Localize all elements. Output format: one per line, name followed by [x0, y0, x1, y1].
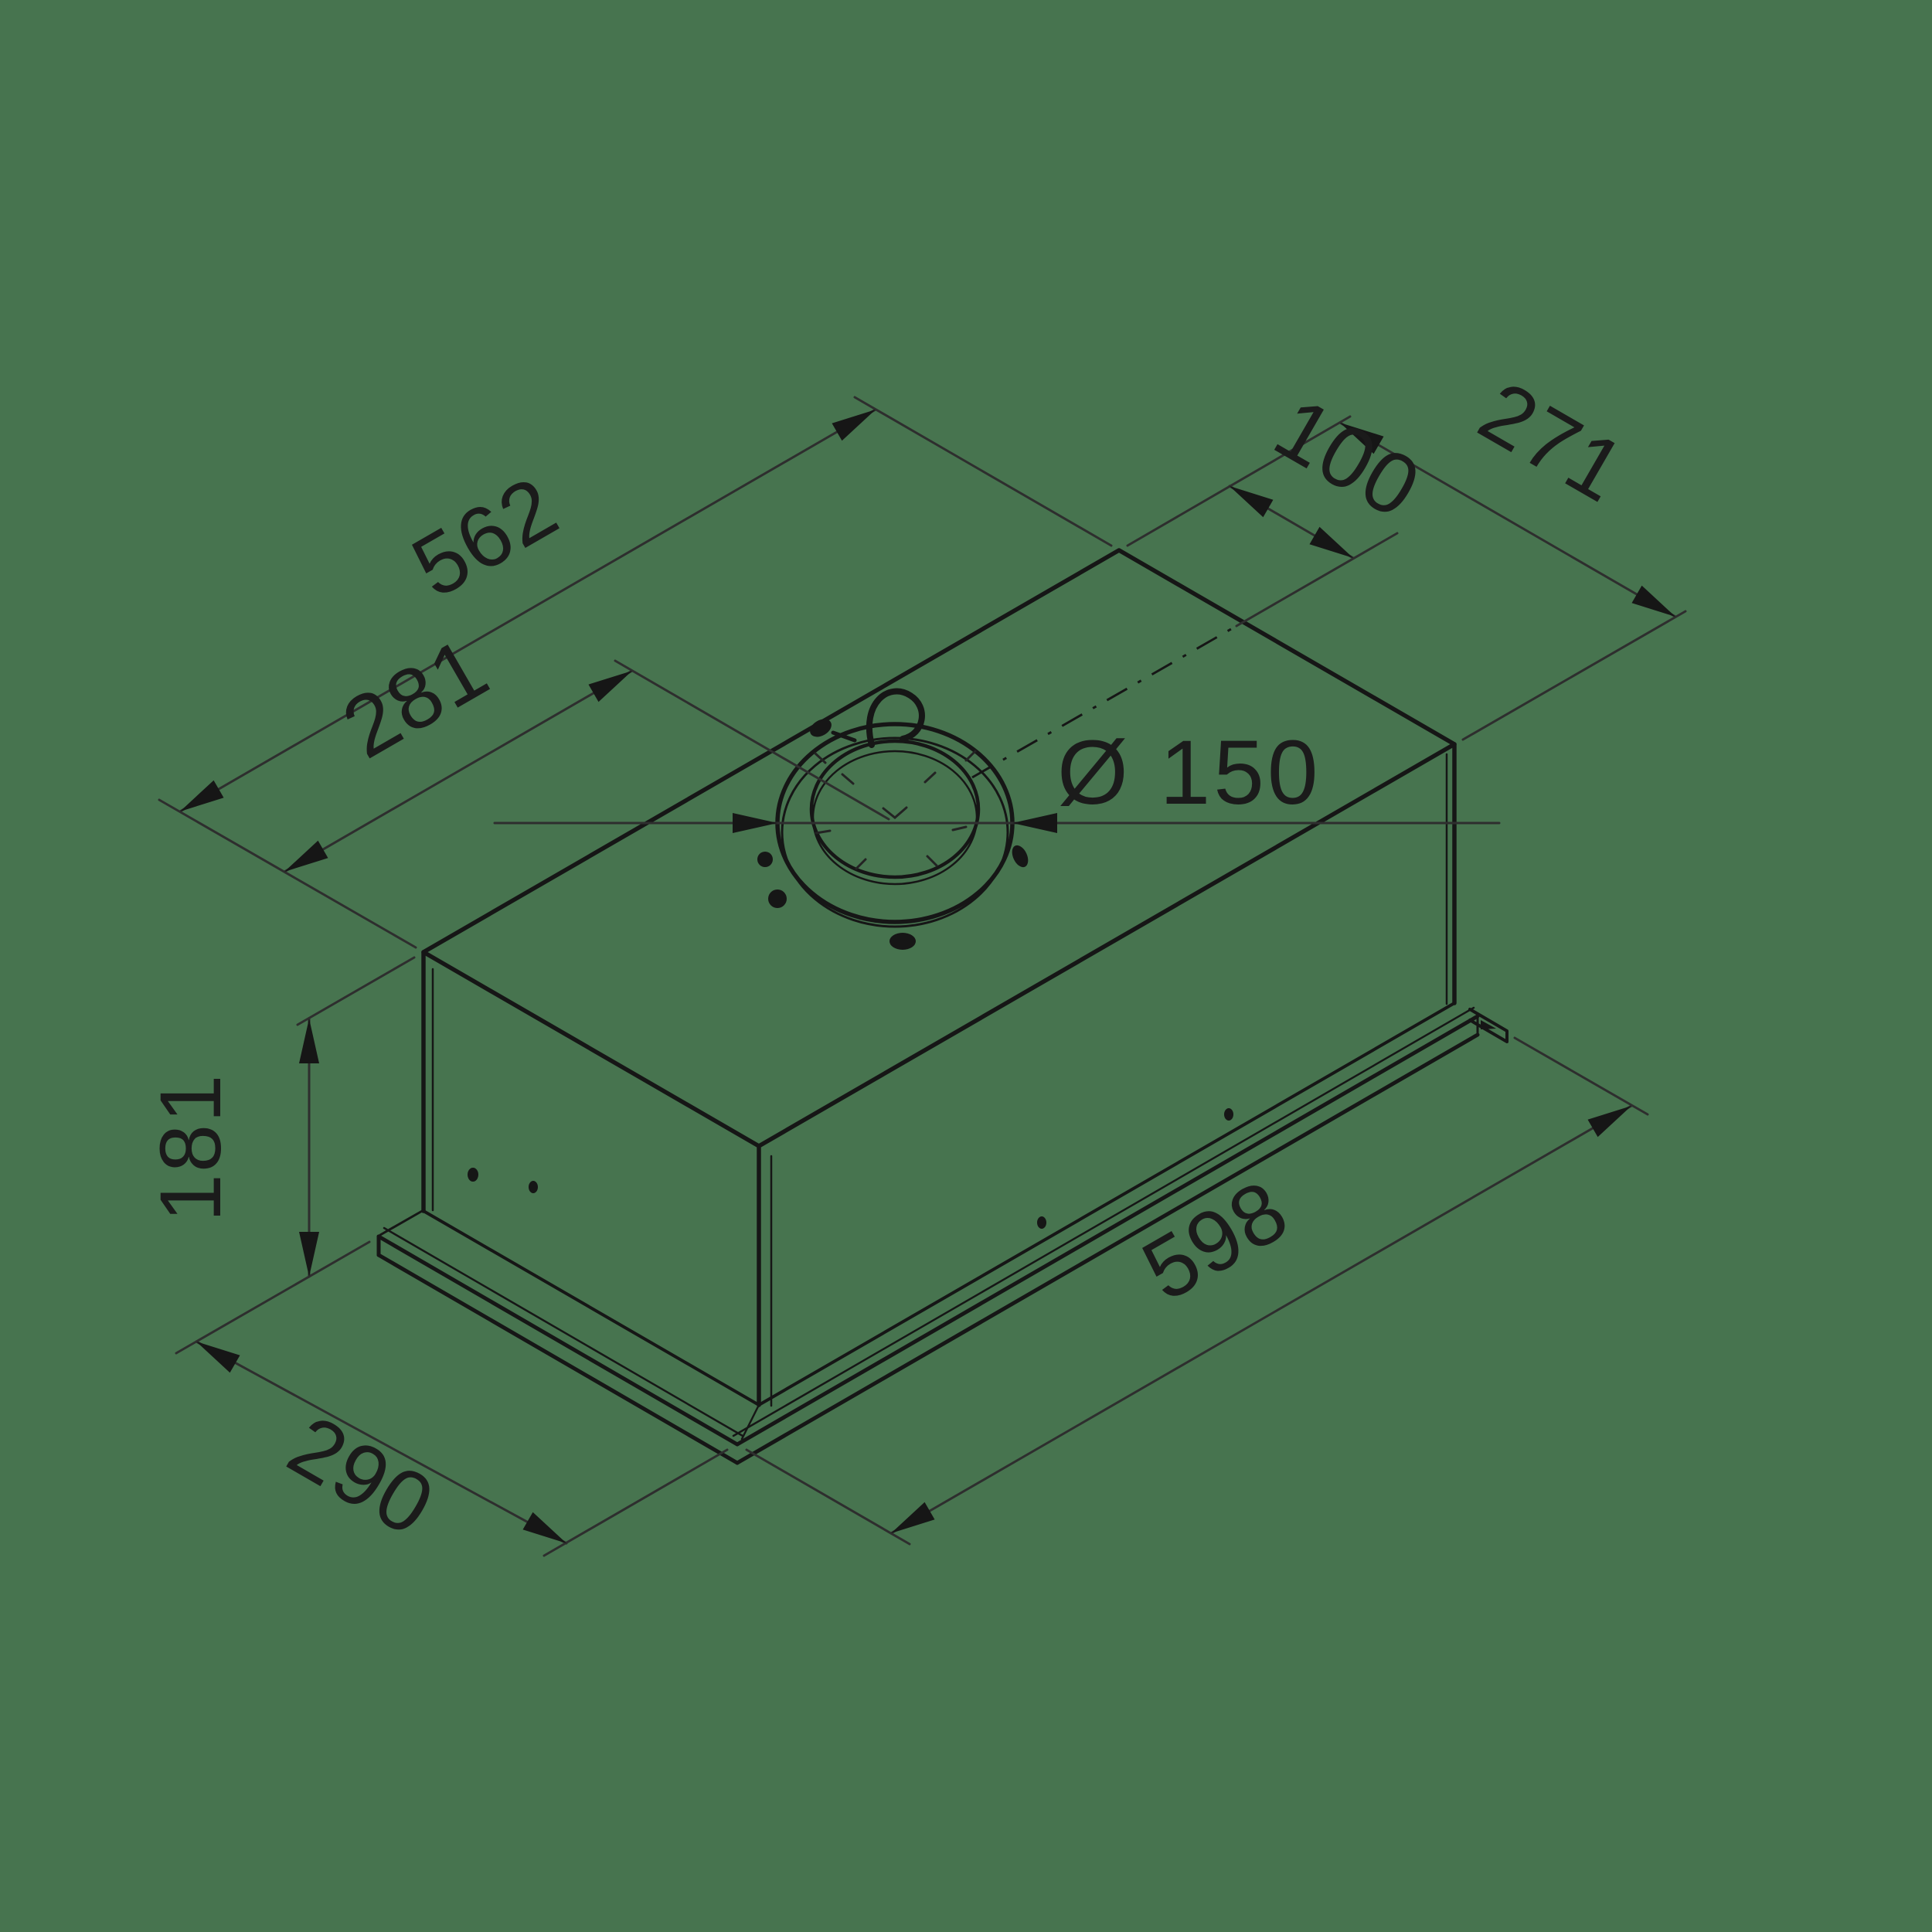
- frame-west-step: [379, 1209, 425, 1236]
- cable-hook-icon: [810, 688, 925, 748]
- dimension-281: 281: [283, 618, 890, 873]
- extension-line: [1513, 1036, 1649, 1116]
- arrowhead: [180, 780, 224, 811]
- exhaust-pipe-inner-ring: [809, 739, 981, 879]
- arrowhead: [1230, 486, 1274, 518]
- dim-label-281: 281: [327, 618, 505, 777]
- frame-left-top-edge: [376, 1234, 740, 1447]
- extension-line: [745, 1448, 911, 1546]
- hood-top-face: [421, 548, 1457, 1148]
- dim-label-271: 271: [1464, 362, 1641, 521]
- dimension-598: 598: [745, 1036, 1649, 1546]
- extension-line: [543, 1448, 729, 1557]
- extension-line: [296, 956, 416, 1026]
- dimension-line: [1338, 421, 1677, 618]
- arrowhead: [1309, 526, 1353, 558]
- exhaust-collar-lip: [781, 736, 1009, 928]
- arrowhead: [832, 410, 876, 441]
- arrowhead: [284, 840, 328, 872]
- frame-east-foot: [1468, 1008, 1509, 1043]
- arrowhead: [733, 813, 777, 833]
- dimension-duct-diameter: Ø 150: [493, 722, 1501, 833]
- arrowhead: [299, 1232, 319, 1277]
- frame-front-fold: [732, 1006, 1475, 1437]
- dimension-181: 181: [142, 956, 416, 1355]
- front-face-screw-holes: [1037, 1108, 1233, 1229]
- base-frame: [376, 1006, 1509, 1465]
- dimension-100: 100: [1228, 379, 1437, 628]
- dimension-290: 290: [195, 1340, 729, 1557]
- frame-front-top-edge: [735, 1014, 1480, 1447]
- collar-mounting-lugs: [757, 845, 1029, 950]
- extension-line: [1461, 610, 1687, 741]
- dimension-line: [283, 669, 634, 873]
- arrowhead: [1012, 813, 1057, 833]
- dim-label-100: 100: [1259, 379, 1437, 537]
- arrowhead: [1587, 1106, 1631, 1138]
- hood-bottom-front-edge: [757, 1002, 1456, 1406]
- dimension-line: [195, 1340, 568, 1545]
- exhaust-pipe-inner-wall: [811, 750, 978, 886]
- arrowhead: [1340, 423, 1384, 454]
- frame-front-bottom-edge: [735, 1032, 1480, 1465]
- arrowhead: [588, 671, 632, 702]
- extension-line: [1235, 532, 1399, 628]
- bore-tick-marks: [814, 750, 977, 870]
- arrowhead: [196, 1342, 240, 1373]
- dim-label-diameter-150: Ø 150: [1057, 722, 1321, 824]
- frame-left-bottom-edge: [376, 1253, 740, 1465]
- frame-south-step: [740, 1403, 760, 1440]
- dimension-line: [889, 1104, 1633, 1535]
- dimension-line: [179, 408, 877, 813]
- hood-bottom-left-edge: [422, 1209, 760, 1406]
- arrowhead: [299, 1019, 319, 1063]
- dim-label-598: 598: [1127, 1161, 1304, 1319]
- extension-line: [1126, 415, 1352, 547]
- frame-left-fold: [383, 1226, 744, 1437]
- left-face-screw-holes: [468, 1168, 538, 1193]
- dim-label-562: 562: [396, 457, 574, 616]
- dimension-271: 271: [1126, 362, 1687, 741]
- hood-body: [421, 548, 1457, 1407]
- extension-line: [853, 396, 1113, 547]
- extension-line: [158, 798, 417, 949]
- dim-label-290: 290: [273, 1396, 451, 1555]
- arrowhead: [891, 1502, 935, 1533]
- arrowhead: [522, 1512, 566, 1543]
- arrowhead: [1631, 585, 1675, 617]
- extension-line: [614, 659, 890, 821]
- extension-line: [175, 1240, 371, 1355]
- frame-east-foot-fill: [1481, 1020, 1496, 1029]
- dim-label-181: 181: [142, 1073, 239, 1223]
